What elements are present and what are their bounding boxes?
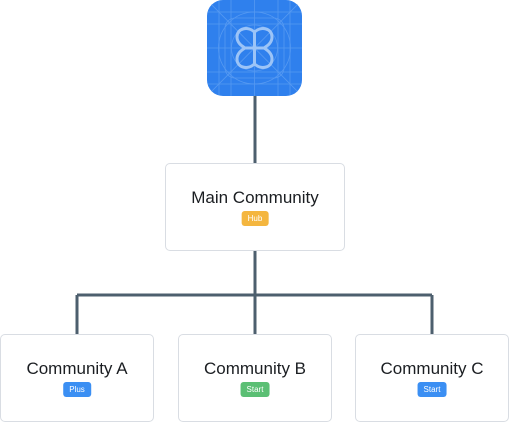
community-a-title: Community A <box>26 359 128 378</box>
hub-badge: Hub <box>241 211 269 226</box>
main-community-node[interactable]: Main Community Hub <box>165 163 345 251</box>
community-b-badge: Start <box>240 382 270 397</box>
community-b-node[interactable]: Community B Start <box>178 334 332 422</box>
community-c-node[interactable]: Community C Start <box>355 334 509 422</box>
community-c-badge: Start <box>417 382 447 397</box>
community-b-title: Community B <box>203 359 307 378</box>
community-logo-tile <box>207 0 302 96</box>
community-a-node[interactable]: Community A Plus <box>0 334 154 422</box>
community-logo-icon <box>207 0 302 96</box>
main-community-title: Main Community <box>191 188 319 207</box>
community-a-badge: Plus <box>63 382 91 397</box>
community-c-title: Community C <box>380 359 484 378</box>
